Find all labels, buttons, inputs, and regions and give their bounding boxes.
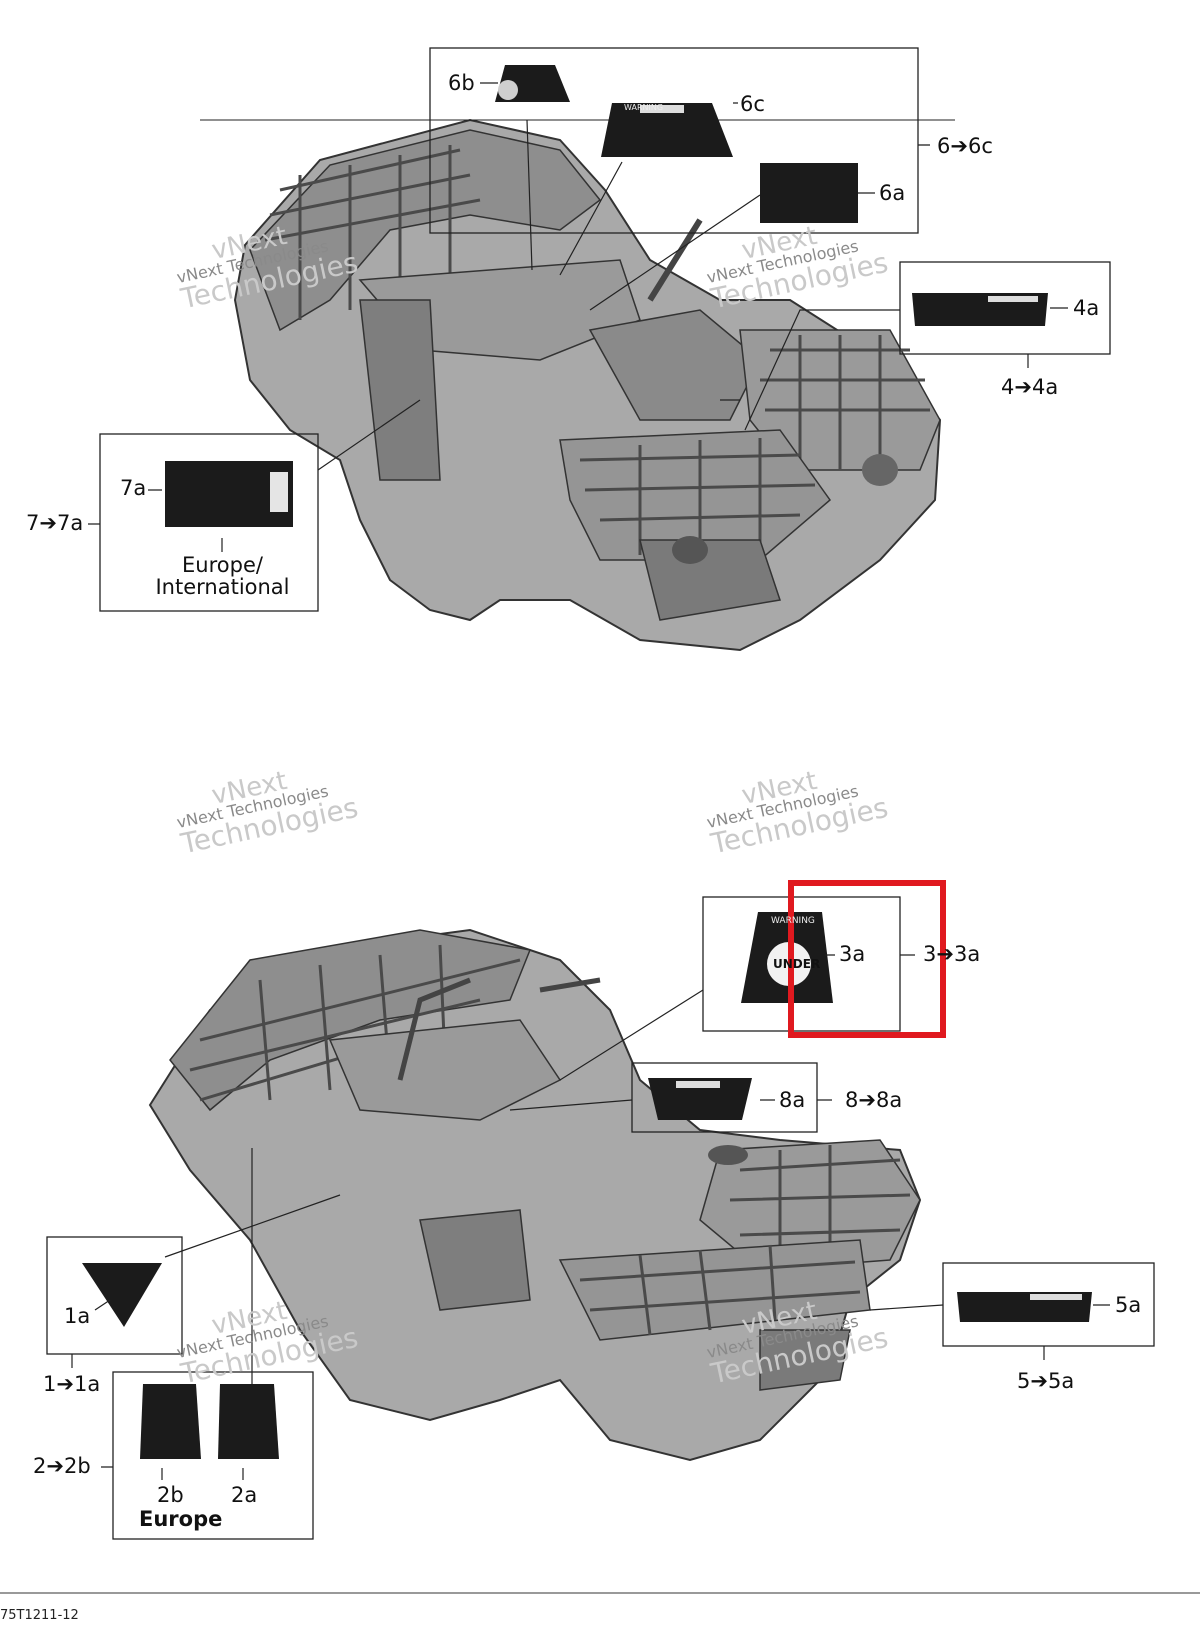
callout-5a: 5a: [1115, 1293, 1142, 1317]
box-4: [899, 261, 1111, 355]
decal-1a: [82, 1263, 162, 1327]
callout-7a: 7a: [120, 476, 147, 500]
group-label-5: 5➔5a: [1017, 1369, 1075, 1393]
lower-vehicle-body: [148, 928, 922, 1462]
callout-1a: 1a: [64, 1304, 91, 1328]
box-7: [99, 433, 319, 612]
region-label-europe: Europe: [139, 1507, 223, 1531]
callout-2a: 2a: [231, 1483, 258, 1507]
callout-8a: 8a: [779, 1088, 806, 1112]
box-6: [429, 47, 919, 234]
highlight-box: [788, 880, 946, 1038]
callout-6b: 6b: [448, 71, 475, 95]
box-2: [112, 1371, 314, 1540]
decal-2a: [218, 1384, 279, 1459]
group-label-1: 1➔1a: [43, 1372, 101, 1396]
callout-6a: 6a: [879, 181, 906, 205]
group-label-7: 7➔7a: [26, 511, 84, 535]
decal-warning-text: WARNING: [624, 103, 664, 112]
decal-8a: [648, 1078, 752, 1120]
group-label-8: 8➔8a: [845, 1088, 903, 1112]
figure-id: 75T1211-12: [0, 1608, 79, 1623]
callout-2b: 2b: [157, 1483, 184, 1507]
group-label-6: 6➔6c: [937, 134, 993, 158]
callout-6c: 6c: [740, 92, 765, 116]
decal-warning-text: WARNING: [771, 916, 815, 926]
decal-2b: [140, 1384, 201, 1459]
group-label-3: 3➔3a: [923, 942, 981, 966]
region-label-europe-international: Europe/ International: [155, 553, 290, 600]
box-1: [46, 1236, 183, 1355]
decal-6a: [760, 163, 858, 223]
decal-6c: [601, 103, 733, 157]
box-8: [631, 1062, 818, 1133]
callout-3a: 3a: [839, 942, 866, 966]
group-label-2: 2➔2b: [33, 1454, 91, 1478]
decal-under-text: UNDER: [773, 957, 821, 971]
upper-vehicle-body: [233, 118, 942, 652]
callout-4a: 4a: [1073, 296, 1100, 320]
box-5: [942, 1262, 1155, 1347]
box-3: [702, 896, 901, 1032]
group-label-4: 4➔4a: [1001, 375, 1059, 399]
